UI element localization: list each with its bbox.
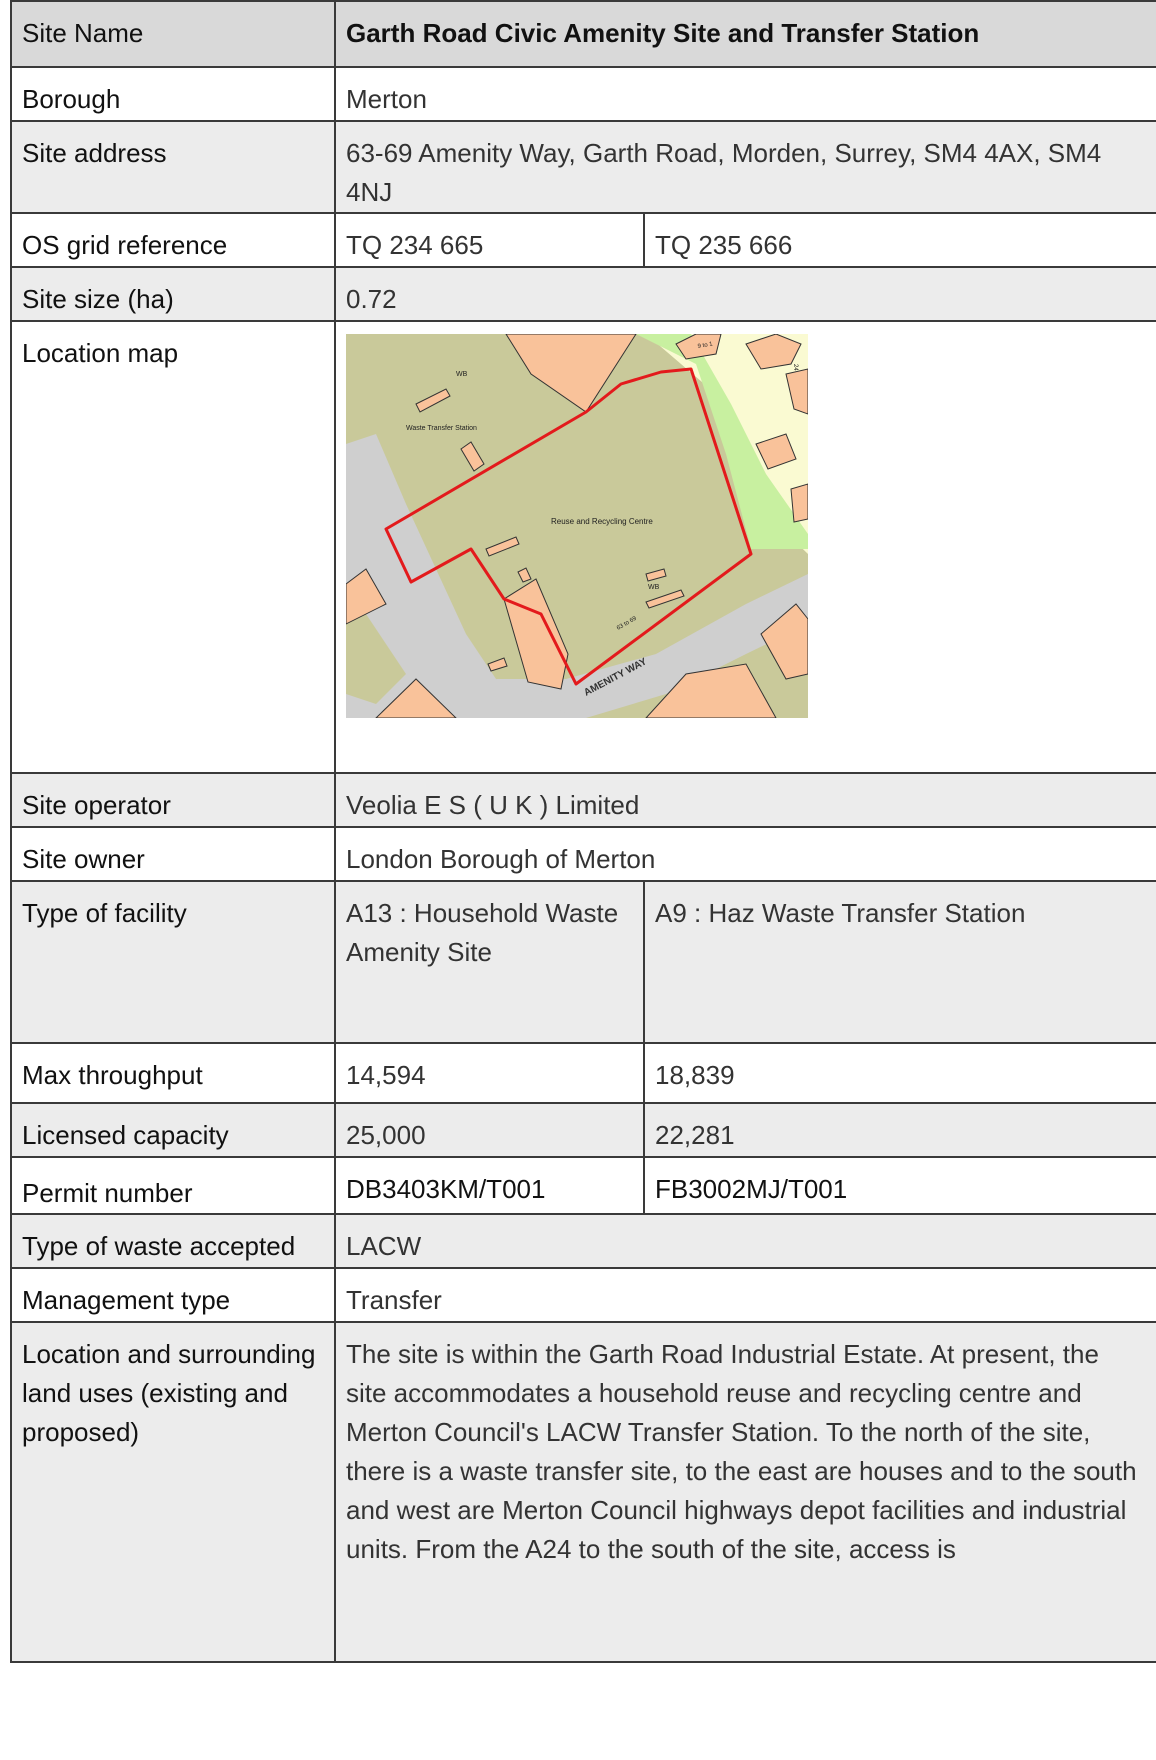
building-small-2 — [485, 536, 520, 557]
building-e1 — [760, 603, 808, 680]
building-small-6 — [487, 657, 508, 672]
site-details-table: Site Name Garth Road Civic Amenity Site … — [10, 0, 1156, 1663]
building-wb — [415, 388, 451, 413]
os-grid-value-1: TQ 234 665 — [334, 212, 645, 268]
site-owner-row: Site owner London Borough of Merton — [10, 826, 1156, 882]
house-4 — [755, 433, 797, 470]
surroundings-label: Location and surrounding land uses (exis… — [10, 1321, 336, 1663]
site-name-value: Garth Road Civic Amenity Site and Transf… — [334, 0, 1156, 68]
licensed-capacity-label: Licensed capacity — [10, 1102, 336, 1158]
site-operator-row: Site operator Veolia E S ( U K ) Limited — [10, 772, 1156, 828]
site-size-label: Site size (ha) — [10, 266, 336, 322]
building-se — [645, 663, 777, 718]
permit-number-label: Permit number — [10, 1156, 336, 1215]
facility-type-row: Type of facility A13 : Household Waste A… — [10, 880, 1156, 1044]
facility-type-value-2: A9 : Haz Waste Transfer Station — [643, 880, 1156, 1044]
site-name-label: Site Name — [10, 0, 336, 68]
map-label-rrc: Reuse and Recycling Centre — [551, 517, 653, 526]
location-map-label: Location map — [10, 320, 336, 774]
max-throughput-label: Max throughput — [10, 1042, 336, 1104]
house-3 — [785, 368, 808, 415]
borough-row: Borough Merton — [10, 66, 1156, 122]
site-owner-value: London Borough of Merton — [334, 826, 1156, 882]
management-type-row: Management type Transfer — [10, 1267, 1156, 1323]
house-2 — [745, 334, 802, 370]
building-small-5 — [645, 589, 685, 609]
map-label-wb2: WB — [648, 584, 660, 591]
site-name-row: Site Name Garth Road Civic Amenity Site … — [10, 0, 1156, 68]
site-address-value: 63-69 Amenity Way, Garth Road, Morden, S… — [334, 120, 1156, 214]
site-operator-value: Veolia E S ( U K ) Limited — [334, 772, 1156, 828]
site-address-row: Site address 63-69 Amenity Way, Garth Ro… — [10, 120, 1156, 214]
facility-type-value-1: A13 : Household Waste Amenity Site — [334, 880, 645, 1044]
site-location-map: WB Waste Transfer Station Reuse and Recy… — [346, 334, 808, 718]
house-5 — [790, 483, 808, 523]
permit-number-value-1: DB3403KM/T001 — [334, 1156, 645, 1215]
licensed-capacity-value-2: 22,281 — [643, 1102, 1156, 1158]
location-map-row: Location map — [10, 320, 1156, 774]
facility-type-label: Type of facility — [10, 880, 336, 1044]
map-label-houses-9-to-1: 9 to 1 — [697, 341, 713, 350]
site-size-row: Site size (ha) 0.72 — [10, 266, 1156, 322]
permit-number-row: Permit number DB3403KM/T001 FB3002MJ/T00… — [10, 1156, 1156, 1215]
site-owner-label: Site owner — [10, 826, 336, 882]
licensed-capacity-value-1: 25,000 — [334, 1102, 645, 1158]
site-size-value: 0.72 — [334, 266, 1156, 322]
building-sw — [375, 678, 457, 718]
management-type-value: Transfer — [334, 1267, 1156, 1323]
max-throughput-value-2: 18,839 — [643, 1042, 1156, 1104]
map-label-wb: WB — [456, 371, 468, 378]
borough-label: Borough — [10, 66, 336, 122]
surroundings-value: The site is within the Garth Road Indust… — [334, 1321, 1156, 1663]
os-grid-label: OS grid reference — [10, 212, 336, 268]
surroundings-row: Location and surrounding land uses (exis… — [10, 1321, 1156, 1663]
building-small-3 — [517, 567, 532, 583]
max-throughput-row: Max throughput 14,594 18,839 — [10, 1042, 1156, 1104]
waste-type-value: LACW — [334, 1213, 1156, 1269]
building-west — [346, 568, 387, 625]
location-map-cell: WB Waste Transfer Station Reuse and Recy… — [334, 320, 1156, 774]
waste-type-row: Type of waste accepted LACW — [10, 1213, 1156, 1269]
house-1 — [675, 334, 722, 360]
map-label-wts: Waste Transfer Station — [406, 425, 477, 432]
borough-value: Merton — [334, 66, 1156, 122]
map-label-house-24: 24 — [792, 364, 798, 371]
site-operator-label: Site operator — [10, 772, 336, 828]
site-boundary — [384, 367, 753, 686]
licensed-capacity-row: Licensed capacity 25,000 22,281 — [10, 1102, 1156, 1158]
max-throughput-value-1: 14,594 — [334, 1042, 645, 1104]
permit-number-value-2: FB3002MJ/T001 — [643, 1156, 1156, 1215]
os-grid-value-2: TQ 235 666 — [643, 212, 1156, 268]
site-address-label: Site address — [10, 120, 336, 214]
waste-type-label: Type of waste accepted — [10, 1213, 336, 1269]
building-small — [460, 441, 485, 472]
green-strip — [636, 334, 808, 549]
road-west — [346, 434, 586, 718]
os-grid-row: OS grid reference TQ 234 665 TQ 235 666 — [10, 212, 1156, 268]
management-type-label: Management type — [10, 1267, 336, 1323]
building-small-4 — [645, 568, 667, 582]
